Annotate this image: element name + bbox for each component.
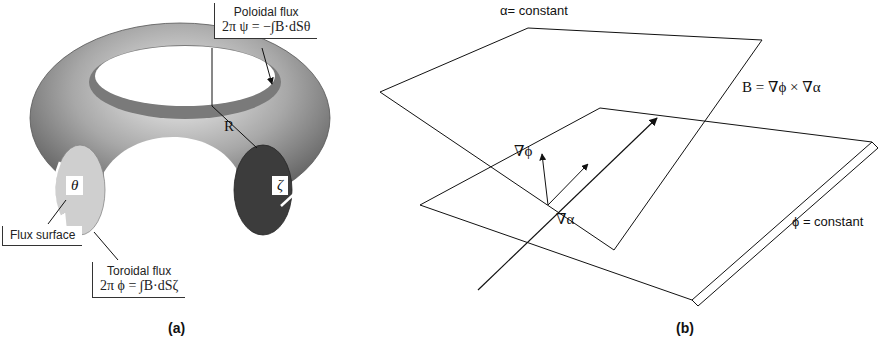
flux-formula: 2π ϕ = ∫B·dSζ xyxy=(100,278,178,294)
box-heading: Poloidal flux xyxy=(222,5,310,19)
plane-label: α= constant xyxy=(500,3,568,18)
plane-label: ϕ = constant xyxy=(792,214,863,229)
panel-label: (a) xyxy=(168,320,185,336)
poloidal-cross-section xyxy=(234,145,292,235)
flux-label-box: Poloidal flux2π ψ = −∫B·dSθ xyxy=(214,3,317,39)
flux-label-box: Flux surface xyxy=(2,226,82,246)
panel-label: (b) xyxy=(676,320,694,336)
vector-label: ∇α xyxy=(556,210,574,228)
radius-label: R xyxy=(224,118,234,135)
planes xyxy=(380,28,878,306)
flux-formula: 2π ψ = −∫B·dSθ xyxy=(222,19,310,35)
box-heading: Flux surface xyxy=(10,228,75,242)
torus xyxy=(30,23,330,252)
box-heading: Toroidal flux xyxy=(100,264,178,278)
field-formula: B = ∇ϕ × ∇α xyxy=(742,78,821,96)
vector-label: ∇ϕ xyxy=(514,142,532,160)
toroidal-cross-section xyxy=(55,145,105,235)
flux-label-box: Toroidal flux2π ϕ = ∫B·dSζ xyxy=(92,262,185,298)
angle-label: θ xyxy=(66,176,83,195)
angle-label: ζ xyxy=(272,176,288,195)
